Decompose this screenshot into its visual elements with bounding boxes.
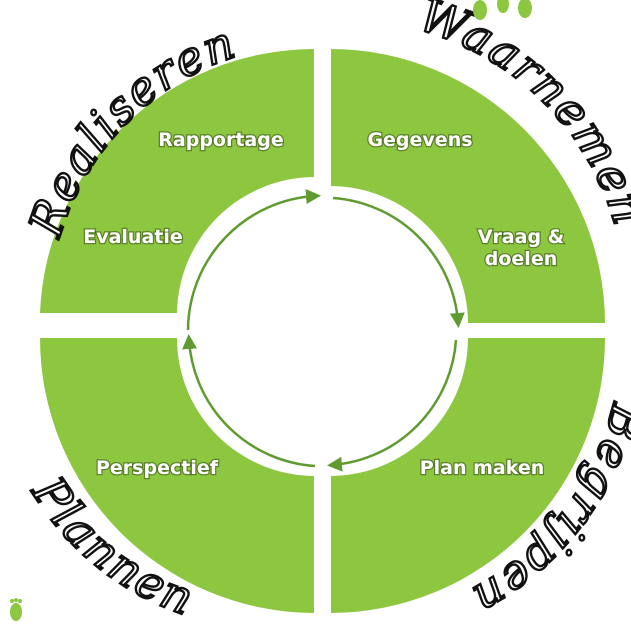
cycle-arrow-top [186, 189, 321, 331]
cycle-arrow-bottom [327, 339, 458, 472]
label-perspectief: Perspectief [96, 457, 219, 479]
label-doelen: doelen [485, 248, 557, 270]
label-plan-maken: Plan maken [420, 457, 545, 479]
label-vraag: Vraag & [478, 226, 565, 248]
label-evaluatie: Evaluatie [83, 226, 183, 248]
segment-bottom-left [40, 338, 314, 613]
segment-top-left [40, 49, 314, 313]
label-rapportage: Rapportage [158, 129, 283, 151]
footprints-icon [10, 598, 22, 621]
segment-top-right [331, 49, 605, 323]
footprints-icon [473, 0, 532, 20]
inner-circle [195, 203, 451, 459]
label-gegevens: Gegevens [367, 129, 472, 151]
cycle-arrow-right [332, 196, 465, 328]
cycle-arrow-left [182, 334, 316, 468]
segment-bottom-right [331, 338, 605, 613]
